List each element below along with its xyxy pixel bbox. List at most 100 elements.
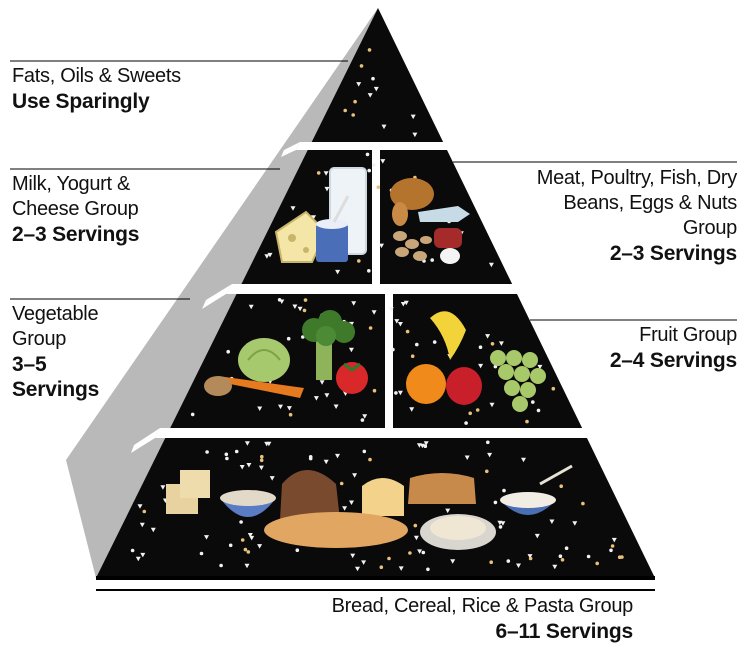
speckle-dot (528, 556, 533, 561)
milk-group-name-line-1: Milk, Yogurt & (12, 173, 131, 195)
speckle-dot (432, 340, 437, 344)
speckle-dot (489, 560, 494, 564)
speckle-dot (259, 458, 264, 463)
fruit-group-name: Fruit Group (639, 324, 737, 346)
tomato-icon (336, 362, 368, 394)
speckle-triangle (371, 310, 377, 315)
label-bread: Bread, Cereal, Rice & Pasta Group 6–11 S… (332, 594, 634, 644)
speckle-dot (379, 565, 384, 569)
speckle-triangle (534, 533, 540, 539)
speckle-dot (295, 548, 300, 552)
speckle-triangle (323, 459, 329, 465)
speckle-triangle (485, 334, 491, 339)
speckle-triangle (150, 527, 156, 533)
speckle-dot (359, 64, 364, 68)
speckle-triangle (160, 485, 166, 490)
speckle-dot (357, 259, 361, 263)
speckle-dot (609, 548, 613, 553)
speckle-triangle (537, 364, 543, 370)
speckle-dot (205, 450, 209, 454)
speckle-triangle (373, 86, 379, 92)
speckle-dot (371, 76, 375, 81)
speckle-dot (246, 550, 251, 554)
speckle-dot (502, 488, 506, 493)
speckle-triangle (323, 171, 329, 176)
speckle-dot (410, 354, 415, 359)
speckle-triangle (286, 406, 292, 411)
speckle-triangle (246, 463, 252, 468)
speckle-triangle (239, 465, 245, 470)
cabbage-icon (238, 338, 290, 382)
speckle-triangle (423, 441, 429, 446)
speckle-dot (525, 419, 529, 424)
speckle-dot (595, 561, 599, 566)
speckle-triangle (335, 453, 340, 459)
speckle-triangle (355, 566, 360, 572)
speckle-triangle (290, 206, 296, 211)
meat-group-illustration (390, 178, 470, 264)
vegetable-servings-line-2: Servings (12, 378, 100, 401)
divider-veg-fruit (385, 294, 393, 430)
speckle-dot (485, 469, 489, 474)
divider-top (296, 142, 462, 150)
speckle-triangle (417, 549, 423, 554)
side-stripe-3 (131, 428, 160, 453)
speckle-triangle (409, 407, 415, 412)
speckle-dot (586, 554, 591, 559)
speckle-dot (316, 171, 321, 175)
speckle-dot (475, 408, 480, 412)
label-milk: Milk, Yogurt & Cheese Group 2–3 Servings (12, 172, 139, 247)
tier-dividers (155, 142, 602, 438)
label-meat: Meat, Poultry, Fish, Dry Beans, Eggs & N… (537, 166, 738, 266)
speckle-dot (478, 345, 483, 350)
broccoli-icon (302, 310, 355, 380)
orange-icon (406, 364, 446, 404)
speckle-triangle (489, 402, 495, 408)
speckle-dot (391, 347, 395, 352)
bread-group-illustration (166, 464, 573, 550)
speckle-dot (581, 501, 585, 506)
speckle-triangle (379, 243, 384, 249)
speckle-dot (421, 550, 426, 555)
yogurt-cup-icon (316, 224, 348, 262)
speckle-triangle (279, 299, 285, 304)
speckle-dot (353, 99, 357, 104)
speckle-dot (199, 551, 204, 556)
speckle-dot (362, 449, 367, 454)
speckle-dot (617, 555, 622, 559)
speckle-dot (394, 391, 398, 395)
vegetable-group-illustration (204, 310, 368, 398)
meat-servings: 2–3 Servings (609, 242, 737, 265)
speckle-triangle (394, 319, 400, 324)
vegetable-group-name-line-1: Vegetable (12, 303, 99, 325)
speckle-dot (224, 452, 229, 457)
milk-group-name-line-2: Cheese Group (12, 198, 139, 220)
side-stripe-2 (202, 284, 232, 309)
speckle-dot (372, 388, 377, 393)
speckle-dot (468, 411, 473, 416)
vegetable-group-name-line-2: Group (12, 328, 67, 350)
speckle-dot (610, 544, 615, 548)
speckle-dot (564, 546, 569, 550)
side-stripe-1 (281, 142, 300, 157)
speckle-triangle (498, 341, 504, 346)
speckle-triangle (258, 465, 264, 471)
bread-servings: 6–11 Servings (495, 620, 634, 643)
speckle-dot (260, 454, 264, 459)
speckle-dot (368, 326, 373, 330)
speckle-dot (286, 336, 291, 341)
speckle-triangle (410, 114, 416, 120)
steak-icon (434, 228, 462, 248)
speckle-dot (226, 349, 230, 354)
speckle-triangle (350, 553, 356, 559)
label-fats: Fats, Oils & Sweets Use Sparingly (12, 64, 181, 114)
banana-icon (430, 311, 466, 360)
speckle-triangle (204, 535, 209, 540)
speckle-dot (408, 551, 412, 555)
speckle-dot (225, 456, 229, 461)
speckle-dot (493, 500, 498, 505)
speckle-triangle (135, 556, 141, 562)
fruit-servings: 2–4 Servings (609, 349, 737, 372)
speckle-triangle (380, 159, 386, 164)
speckle-triangle (419, 443, 425, 449)
